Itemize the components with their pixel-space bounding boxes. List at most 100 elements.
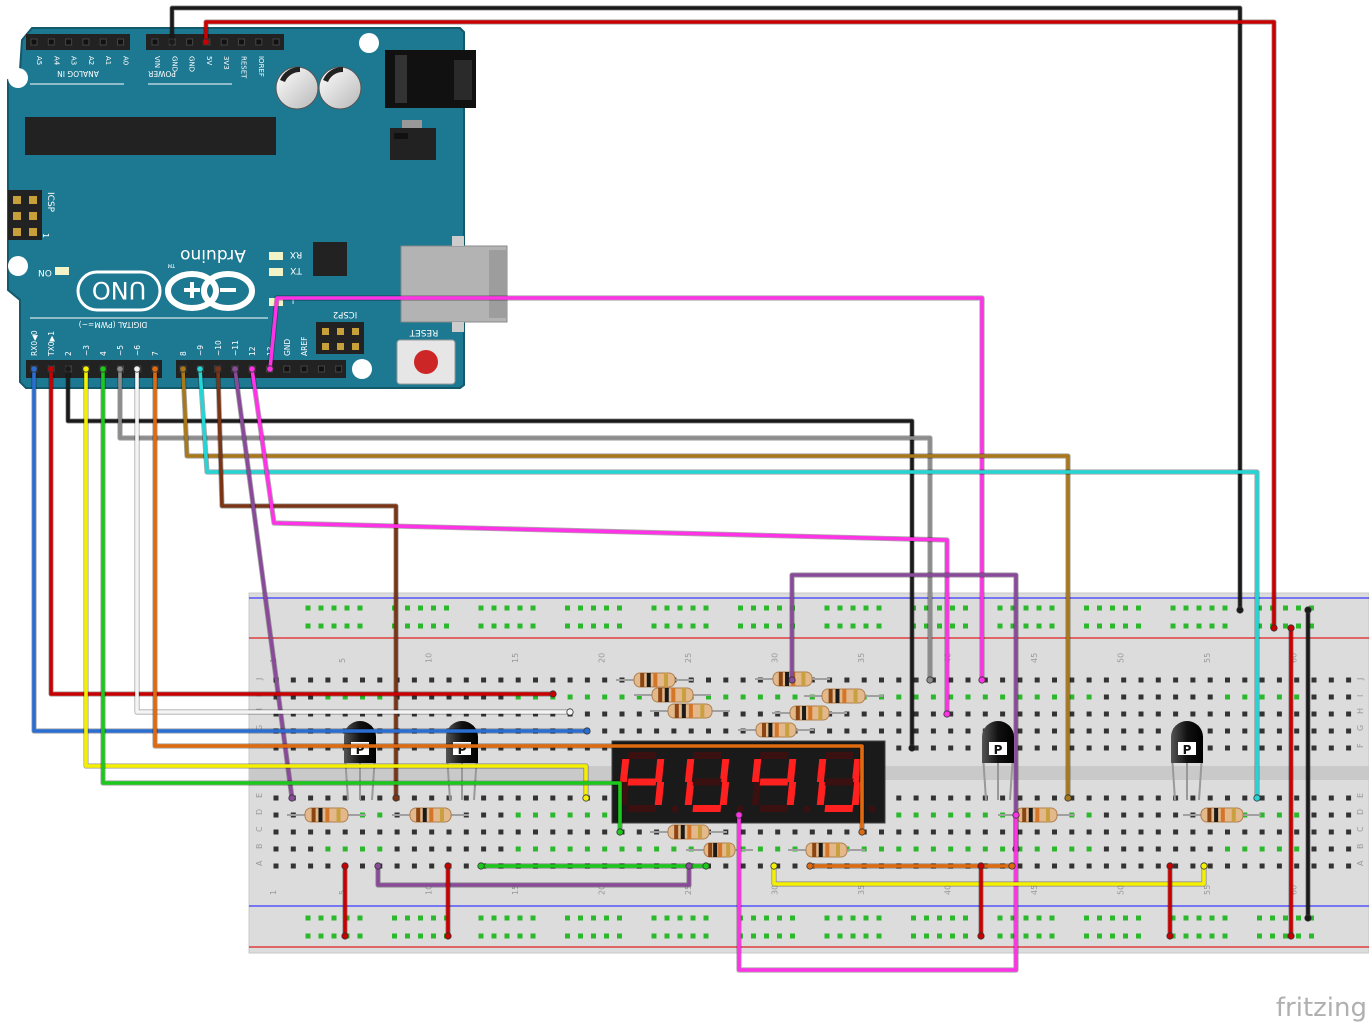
breadboard-hole	[1121, 846, 1127, 852]
wire-end	[582, 794, 590, 802]
wire-end	[1166, 932, 1174, 940]
rail-hole	[1183, 605, 1189, 611]
rail-hole	[1136, 933, 1141, 939]
breadboard-hole	[1052, 677, 1057, 683]
breadboard-hole	[1034, 694, 1040, 700]
breadboard-hole	[775, 829, 781, 835]
breadboard-hole	[861, 711, 867, 717]
breadboard-hole	[879, 846, 884, 852]
rail-hole	[1209, 623, 1215, 629]
rail-hole	[1283, 605, 1288, 611]
breadboard-hole	[1052, 846, 1057, 852]
column-number: 25	[684, 885, 693, 895]
breadboard-hole	[481, 812, 487, 818]
rail-hole	[517, 933, 523, 939]
breadboard-hole	[1346, 694, 1352, 700]
wire-end	[288, 794, 296, 802]
rail-hole	[1136, 605, 1141, 611]
wire	[216, 367, 398, 800]
rail-hole	[405, 623, 410, 629]
wire-end	[616, 828, 624, 836]
breadboard-hole	[1225, 694, 1230, 700]
breadboard-hole	[965, 694, 971, 700]
rail-hole	[478, 623, 484, 629]
breadboard-hole	[1017, 694, 1023, 700]
wire	[101, 367, 622, 834]
wire-end	[133, 365, 141, 373]
rail-hole	[764, 915, 769, 921]
breadboard-hole	[1000, 795, 1006, 801]
wire-end	[685, 862, 693, 870]
row-letter: F	[1356, 743, 1365, 748]
breadboard-hole	[1328, 846, 1334, 852]
rail-hole	[504, 915, 510, 921]
breadboard-hole	[1190, 711, 1196, 717]
breadboard-hole	[1311, 677, 1317, 683]
dc-jack-icon	[385, 50, 476, 108]
rail-hole	[911, 933, 916, 939]
breadboard-hole	[1346, 829, 1352, 835]
wire-end	[1012, 811, 1020, 819]
breadboard-hole	[671, 728, 677, 734]
breadboard-hole	[1259, 846, 1265, 852]
rail-hole	[924, 933, 929, 939]
rail-hole	[431, 933, 436, 939]
rail-hole	[1123, 933, 1128, 939]
rail-hole	[565, 623, 570, 629]
resistor-icon	[686, 842, 753, 858]
breadboard-hole	[1346, 677, 1352, 683]
rail-hole	[1309, 623, 1314, 629]
breadboard-hole	[913, 711, 919, 717]
breadboard-hole	[1000, 677, 1006, 683]
rail-hole	[504, 623, 510, 629]
breadboard-hole	[896, 829, 902, 835]
rx-label: RX	[290, 249, 302, 259]
reset-button-icon[interactable]	[396, 339, 456, 385]
rail-hole	[517, 605, 523, 611]
rail-hole	[431, 623, 436, 629]
breadboard-hole	[757, 846, 763, 852]
display-segment	[627, 805, 657, 812]
rail-hole	[937, 623, 942, 629]
rail-hole	[1257, 605, 1262, 611]
resistor-icon	[392, 807, 469, 823]
header-pin	[220, 38, 228, 46]
row-letter: B	[1356, 844, 1365, 850]
breadboard-hole	[1311, 846, 1317, 852]
wire-end	[151, 365, 159, 373]
breadboard-hole	[1103, 846, 1109, 852]
breadboard-hole	[550, 745, 556, 751]
rail-hole	[911, 915, 916, 921]
rail-hole	[1136, 915, 1141, 921]
wire-end	[374, 862, 382, 870]
breadboard-hole	[654, 728, 660, 734]
breadboard-hole	[1017, 795, 1023, 801]
wire-end	[583, 727, 591, 735]
breadboard-hole	[1346, 795, 1352, 801]
rail-hole	[677, 605, 683, 611]
breadboard-hole	[550, 812, 556, 818]
analog-pin-label: A0	[122, 56, 130, 65]
resistor-icon	[738, 722, 814, 738]
rail-hole	[405, 915, 410, 921]
breadboard-hole	[290, 694, 296, 700]
breadboard-hole	[602, 711, 608, 717]
breadboard-hole	[533, 812, 538, 818]
wire-end	[47, 365, 55, 373]
icsp-pin	[13, 228, 21, 236]
rail-hole	[1136, 623, 1141, 629]
wire	[250, 367, 949, 716]
transistor-icon: P	[982, 721, 1014, 801]
breadboard-hole	[342, 694, 348, 700]
rail-hole	[777, 605, 782, 611]
column-number: 30	[771, 653, 780, 663]
rail-hole	[1222, 623, 1228, 629]
digital-pin-label: 4	[99, 351, 108, 356]
breadboard-hole	[602, 846, 608, 852]
breadboard-hole	[1311, 812, 1317, 818]
breadboard-hole	[411, 677, 417, 683]
wire	[153, 367, 864, 834]
breadboard-hole	[533, 745, 538, 751]
